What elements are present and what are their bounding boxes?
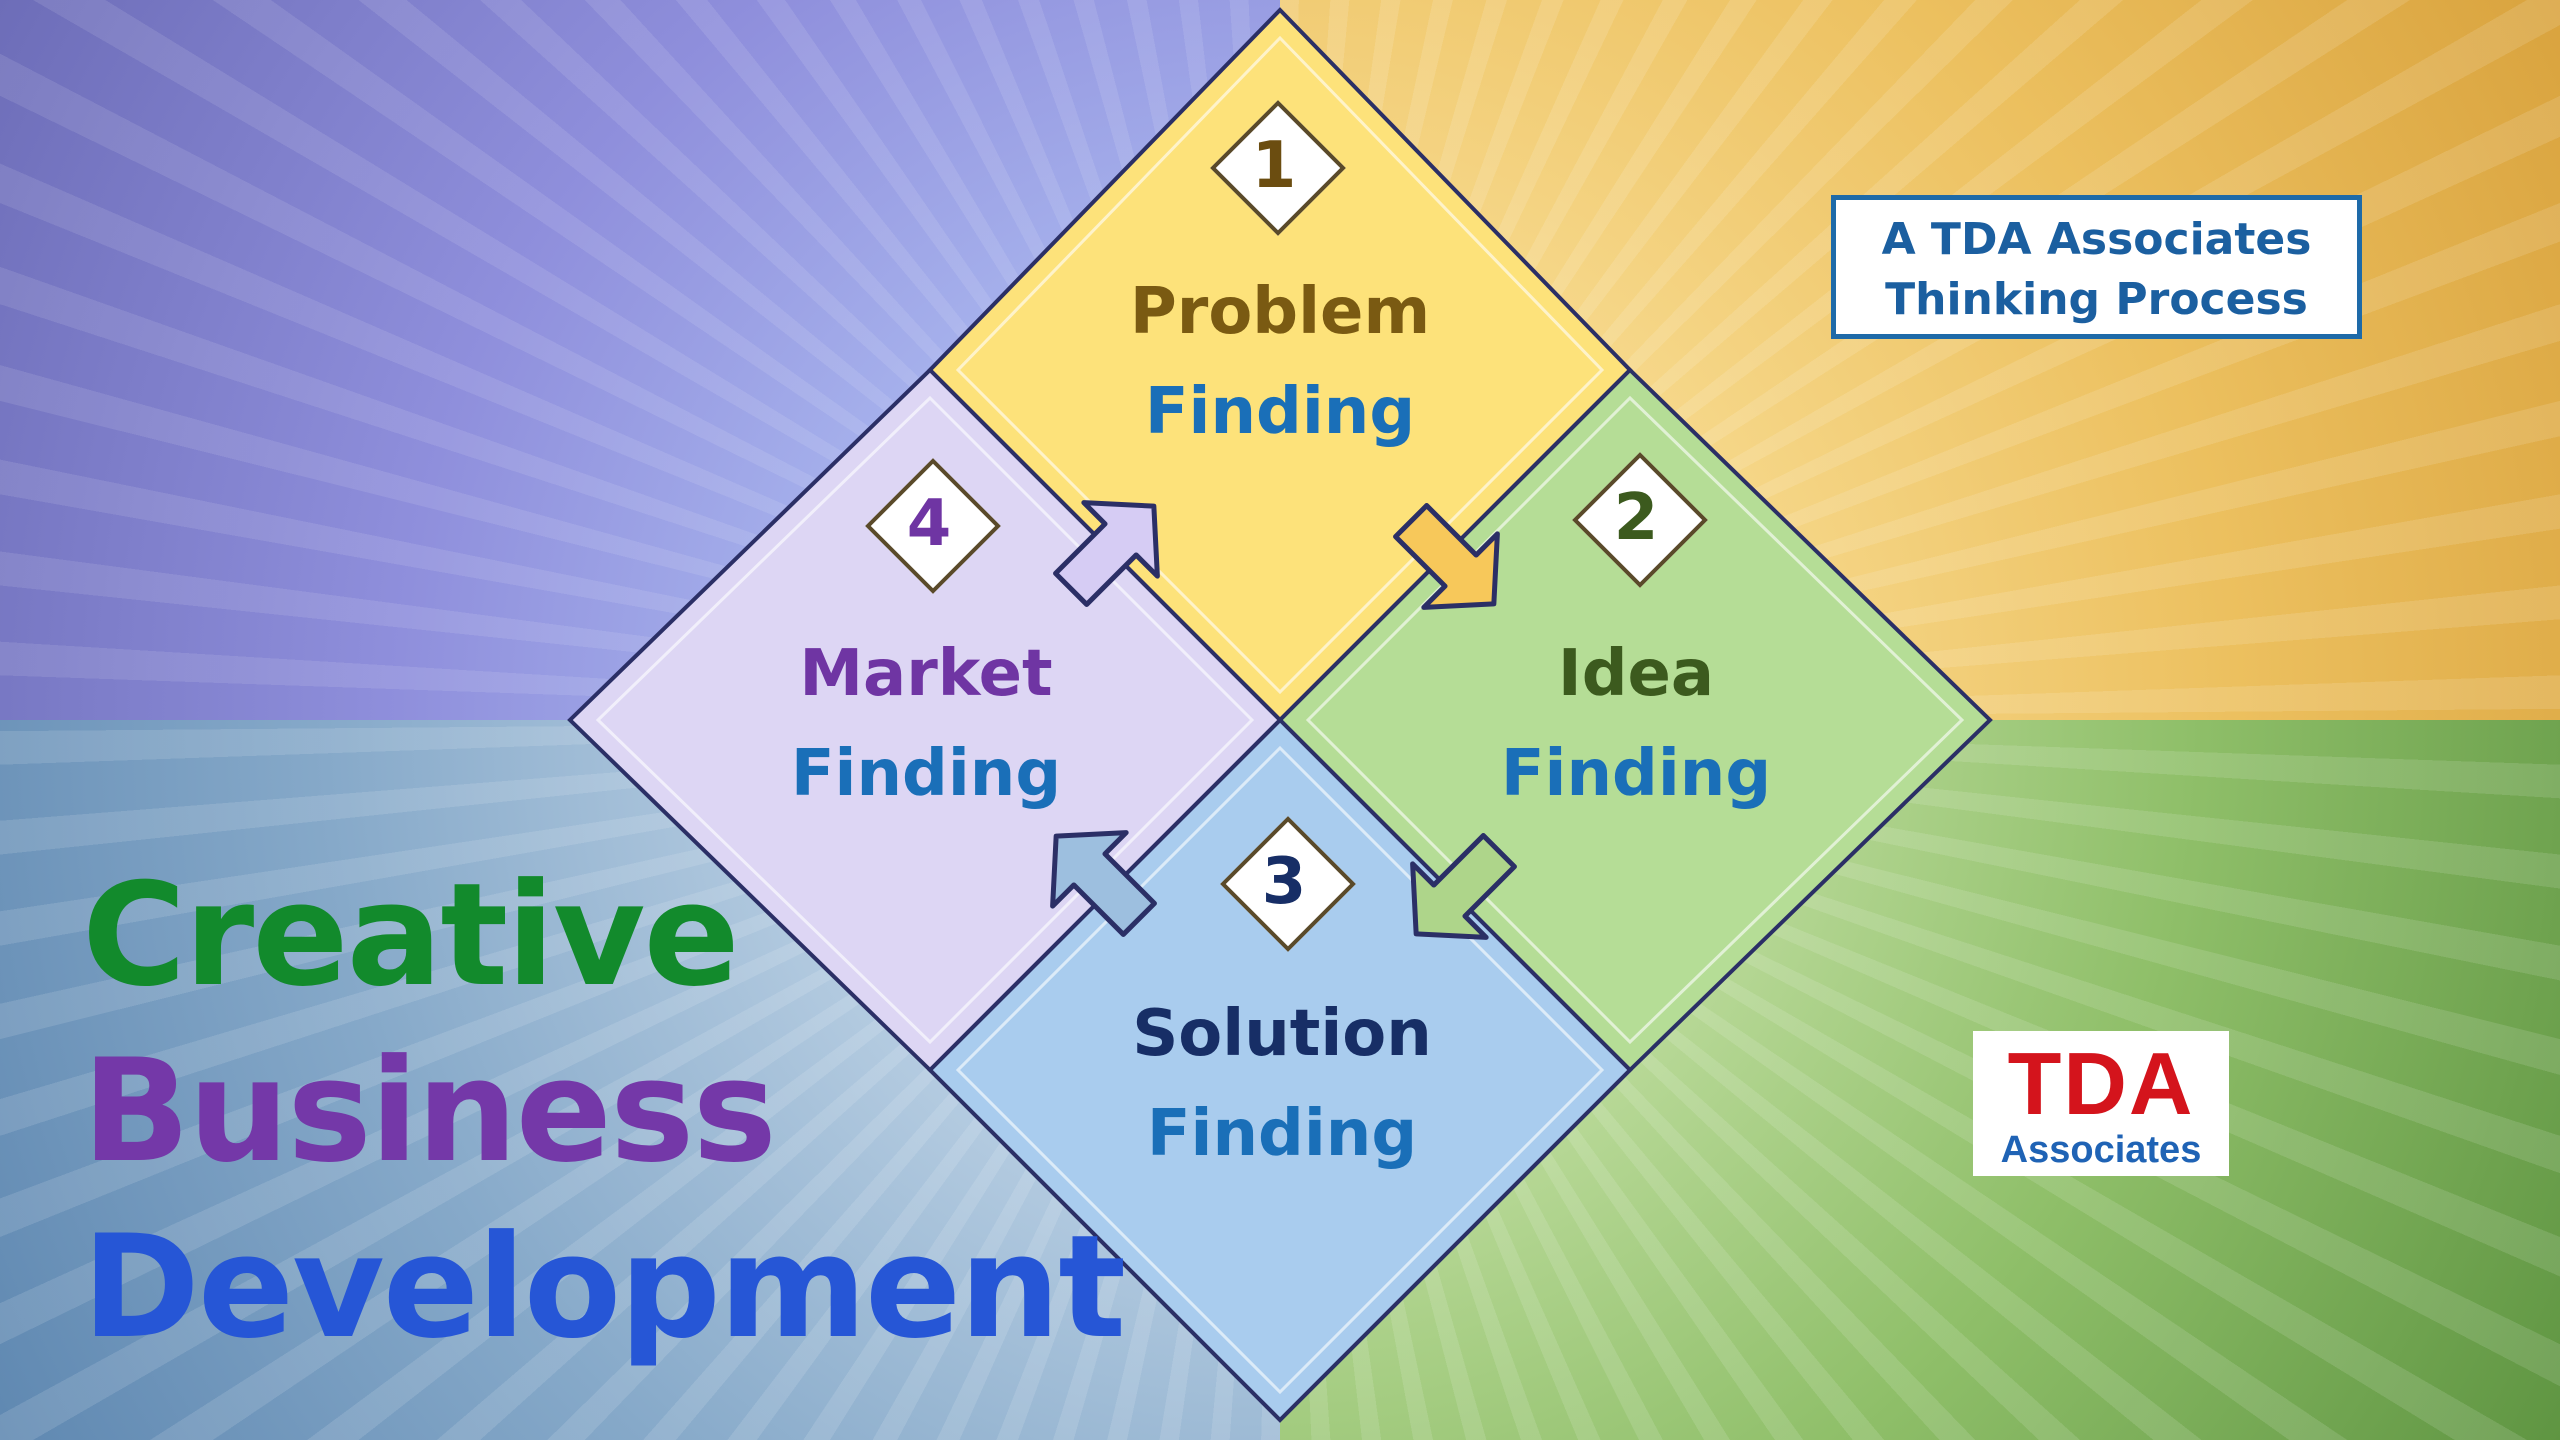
arrow-solution-to-market	[1050, 830, 1157, 937]
thinking-process-line-1: A TDA Associates	[1881, 214, 2312, 265]
logo-main-text: TDA	[2007, 1034, 2195, 1133]
headline-line-creative: Creative	[82, 853, 740, 1018]
step-2-label: Idea Finding	[1501, 624, 1771, 824]
step-4-label: Market Finding	[791, 624, 1061, 824]
step-1-bevel	[955, 35, 1605, 695]
headline: Creative Business Development	[82, 848, 1126, 1376]
headline-line-development: Development	[82, 1205, 1126, 1370]
thinking-process-line-2: Thinking Process	[1885, 274, 2308, 325]
step-1-subtitle: Finding	[1144, 375, 1416, 449]
step-2-number: 2	[1613, 481, 1659, 555]
step-3-bevel	[955, 745, 1605, 1395]
step-4-number: 4	[906, 487, 952, 561]
step-3-label: Solution Finding	[1132, 984, 1432, 1184]
step-3-subtitle: Finding	[1146, 1097, 1418, 1171]
logo-sub-text: Associates	[2000, 1129, 2202, 1171]
step-1-title: Problem	[1129, 275, 1431, 349]
thinking-process-box: A TDA Associates Thinking Process	[1831, 195, 2362, 339]
step-2-bevel	[1305, 395, 1965, 1045]
step-1-number: 1	[1251, 129, 1297, 203]
tda-associates-logo: TDA Associates	[1973, 1031, 2229, 1176]
headline-line-business: Business	[82, 1029, 777, 1194]
step-4-subtitle: Finding	[790, 737, 1062, 811]
arrow-market-to-problem	[1053, 500, 1160, 607]
step-3-title: Solution	[1132, 997, 1432, 1071]
step-2-title: Idea	[1557, 637, 1715, 711]
step-1-label: Problem Finding	[1130, 262, 1430, 462]
step-4-bevel	[595, 395, 1255, 1045]
arrow-idea-to-solution	[1410, 833, 1517, 940]
step-2-subtitle: Finding	[1500, 737, 1772, 811]
step-3-number: 3	[1261, 845, 1307, 919]
step-4-title: Market	[799, 637, 1053, 711]
arrow-problem-to-idea	[1393, 503, 1500, 610]
